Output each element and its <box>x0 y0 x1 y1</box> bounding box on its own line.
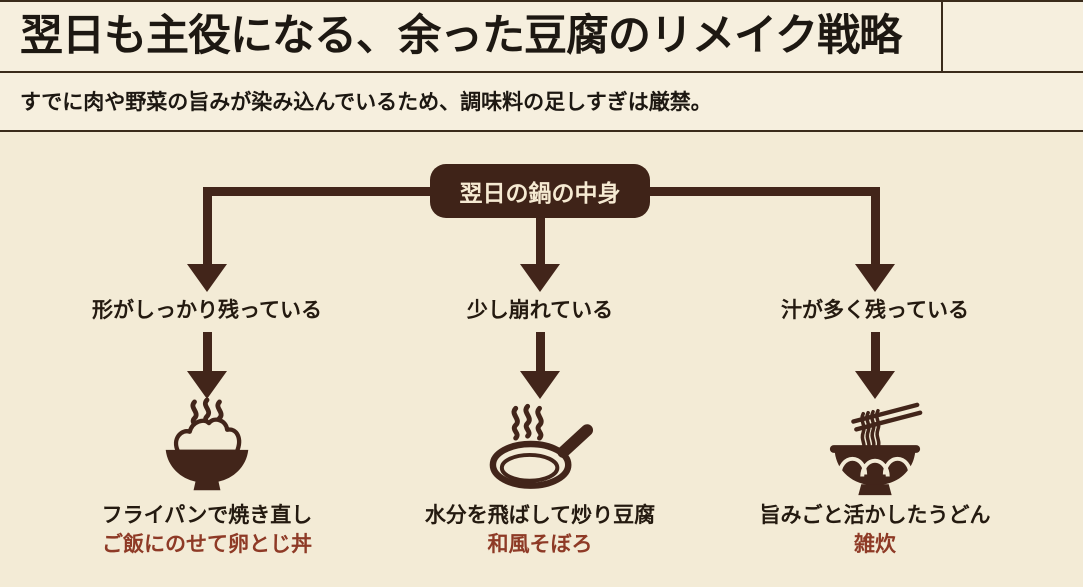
subtitle: すでに肉や野菜の旨みが染み込んでいるため、調味料の足しすぎは厳禁。 <box>20 91 712 114</box>
icon-slot <box>42 398 372 500</box>
arrow-down-icon <box>187 371 227 399</box>
arrow-line <box>202 187 212 265</box>
condition-label: 汁が多く残っている <box>781 299 969 322</box>
root-node: 翌日の鍋の中身 <box>430 164 650 218</box>
arrow-down-icon <box>187 264 227 292</box>
arrow-down-icon <box>520 264 560 292</box>
method-label: フライパンで焼き直し <box>101 504 313 527</box>
arrow-line <box>535 218 545 265</box>
header-rule-top <box>0 71 1083 73</box>
condition-label: 少し崩れている <box>466 299 614 322</box>
header-vertical-divider <box>941 0 943 73</box>
page-title: 翌日も主役になる、余った豆腐のリメイク戦略 <box>20 12 902 60</box>
header-rule-bottom <box>0 130 1083 132</box>
arrow-line <box>202 332 212 372</box>
dish-label: 和風そぼろ <box>487 533 593 556</box>
arrow-down-icon <box>520 371 560 399</box>
steaming-frying-pan-icon <box>489 403 594 489</box>
method-label: 水分を飛ばして炒り豆腐 <box>424 504 656 527</box>
arrow-line <box>870 187 880 265</box>
arrow-line <box>535 332 545 372</box>
condition-label: 形がしっかり残っている <box>92 299 322 322</box>
dish-label: 雑炊 <box>854 533 896 556</box>
root-node-label: 翌日の鍋の中身 <box>459 180 621 206</box>
branch-firm-tofu: 形がしっかり残っている フライパンで焼き直し ご飯にのせて卵とじ丼 <box>42 132 372 587</box>
icon-slot <box>710 398 1040 500</box>
arrow-down-icon <box>855 371 895 399</box>
arrow-line <box>870 332 880 372</box>
top-border-line <box>0 0 1083 2</box>
steaming-rice-bowl-icon <box>165 398 249 491</box>
arrow-down-icon <box>855 264 895 292</box>
noodle-bowl-and-chopsticks-icon <box>829 402 923 496</box>
dish-label: ご飯にのせて卵とじ丼 <box>102 533 312 556</box>
flowchart: 翌日の鍋の中身 形がしっかり残っている フライパンで焼き直 <box>0 132 1083 587</box>
branch-soupy-tofu: 汁が多く残っている <box>710 132 1040 587</box>
branch-slightly-crumbled-tofu: 少し崩れている 水分を飛ばして炒り豆腐 和風そぼろ <box>375 132 705 587</box>
method-label: 旨みごと活かしたうどん <box>759 504 991 527</box>
icon-slot <box>375 398 705 500</box>
